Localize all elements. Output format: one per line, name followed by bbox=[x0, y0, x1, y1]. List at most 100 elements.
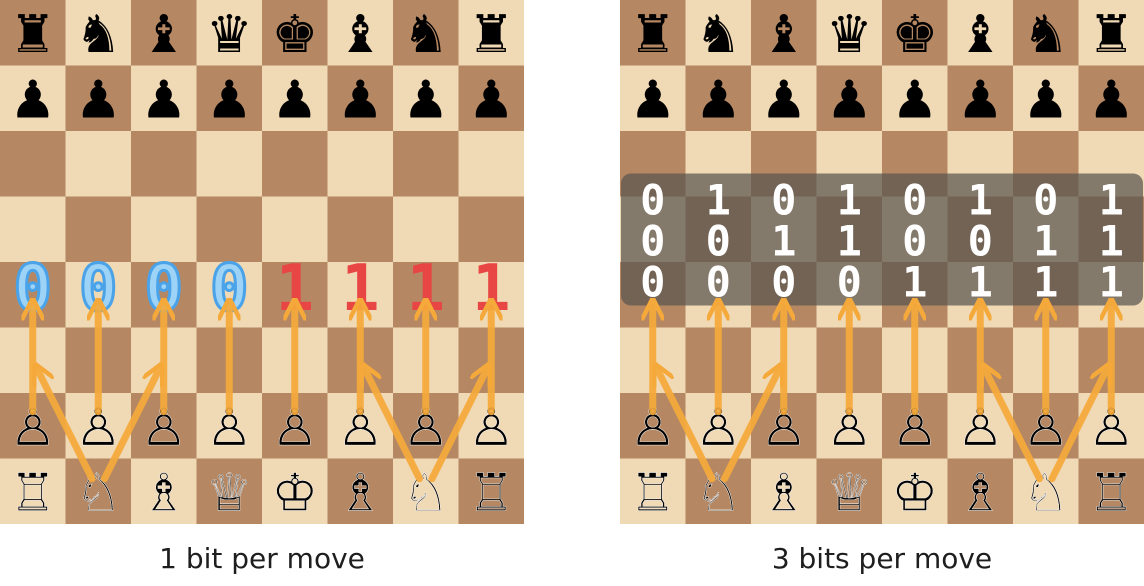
white-pawn-icon: ♙ bbox=[826, 398, 873, 458]
black-rook-icon: ♜ bbox=[468, 5, 515, 65]
bit-label-b: 0 bbox=[706, 217, 731, 266]
white-bishop-icon: ♗ bbox=[760, 463, 807, 523]
bit-label-e: 0 bbox=[902, 176, 927, 225]
bit-label-h: 1 bbox=[1099, 176, 1124, 225]
square-e8 bbox=[882, 0, 949, 67]
black-king-icon: ♚ bbox=[271, 5, 318, 65]
move-arrow-g1-f3 bbox=[365, 369, 423, 483]
square-e5 bbox=[262, 196, 329, 263]
black-pawn-icon: ♟ bbox=[1088, 70, 1135, 130]
file-label: g bbox=[1016, 510, 1023, 523]
square-b7 bbox=[65, 65, 132, 132]
square-g1 bbox=[1013, 458, 1080, 524]
bit-label-f: 1 bbox=[968, 258, 993, 307]
white-bishop-icon: ♗ bbox=[337, 463, 384, 523]
square-a6 bbox=[0, 131, 67, 198]
black-pawn-icon: ♟ bbox=[271, 70, 318, 130]
file-label: f bbox=[331, 510, 336, 523]
square-e7 bbox=[262, 65, 329, 132]
bit-label-c: 0 bbox=[771, 258, 796, 307]
move-arrow-g1-h3 bbox=[428, 369, 487, 483]
bit-label-g: 1 bbox=[1033, 258, 1058, 307]
square-d7 bbox=[196, 65, 263, 132]
rank-label: 8 bbox=[3, 2, 10, 15]
square-d7 bbox=[816, 65, 883, 132]
file-label: d bbox=[820, 510, 827, 523]
black-pawn-icon: ♟ bbox=[957, 70, 1004, 130]
file-label: c bbox=[754, 510, 760, 523]
black-pawn-icon: ♟ bbox=[826, 70, 873, 130]
rank-label: 2 bbox=[3, 395, 10, 408]
square-g6 bbox=[393, 131, 460, 198]
white-knight-icon: ♘ bbox=[75, 463, 122, 523]
file-label: h bbox=[1082, 510, 1089, 523]
square-g8 bbox=[393, 0, 460, 67]
square-c5 bbox=[131, 196, 198, 263]
white-knight-icon: ♘ bbox=[695, 463, 742, 523]
square-d5 bbox=[196, 196, 263, 263]
square-b1 bbox=[65, 458, 132, 524]
rank-label: 2 bbox=[623, 395, 630, 408]
black-bishop-icon: ♝ bbox=[337, 5, 384, 65]
bit-label-b: 0 bbox=[706, 258, 731, 307]
square-f7 bbox=[947, 65, 1014, 132]
square-a1 bbox=[0, 458, 67, 524]
black-pawn-icon: ♟ bbox=[206, 70, 253, 130]
file-label: h bbox=[462, 510, 469, 523]
rank-label: 6 bbox=[3, 133, 10, 146]
bit-label-e: 0 bbox=[902, 217, 927, 266]
square-b1 bbox=[685, 458, 752, 524]
rank-label: 3 bbox=[623, 330, 630, 343]
square-e1 bbox=[882, 458, 949, 524]
black-knight-icon: ♞ bbox=[1022, 5, 1069, 65]
square-h7 bbox=[458, 65, 524, 132]
square-e1 bbox=[262, 458, 329, 524]
square-g5 bbox=[393, 196, 460, 263]
rank-label: 7 bbox=[623, 68, 630, 81]
black-rook-icon: ♜ bbox=[9, 5, 56, 65]
bit-label-c: 0 bbox=[144, 252, 183, 326]
bit-label-f: 1 bbox=[968, 176, 993, 225]
bit-label-b: 0 bbox=[79, 252, 118, 326]
bit-label-c: 0 bbox=[771, 176, 796, 225]
square-h8 bbox=[1078, 0, 1144, 67]
black-bishop-icon: ♝ bbox=[760, 5, 807, 65]
square-h6 bbox=[458, 131, 524, 198]
square-h1 bbox=[1078, 458, 1144, 524]
white-rook-icon: ♖ bbox=[1088, 463, 1135, 523]
square-f1 bbox=[327, 458, 394, 524]
square-a7 bbox=[0, 65, 67, 132]
rank-label: 7 bbox=[3, 68, 10, 81]
black-pawn-icon: ♟ bbox=[891, 70, 938, 130]
rank-label: 6 bbox=[623, 133, 630, 146]
square-a1 bbox=[620, 458, 687, 524]
square-g7 bbox=[393, 65, 460, 132]
black-pawn-icon: ♟ bbox=[337, 70, 384, 130]
file-label: e bbox=[265, 510, 272, 523]
bit-label-g: 0 bbox=[1033, 176, 1058, 225]
square-c8 bbox=[131, 0, 198, 67]
file-label: f bbox=[951, 510, 956, 523]
rank-label: 8 bbox=[623, 2, 630, 15]
move-arrow-g1-h3 bbox=[1048, 369, 1107, 483]
square-c7 bbox=[751, 65, 818, 132]
square-d8 bbox=[196, 0, 263, 67]
bit-label-d: 0 bbox=[837, 258, 862, 307]
bit-label-g: 1 bbox=[1033, 217, 1058, 266]
chessboard-three-bit: 87654321abcdefgh♜♟♙♖♞♟♙♘♝♟♙♗♛♟♙♕♚♟♙♔♝♟♙♗… bbox=[620, 0, 1144, 524]
white-knight-icon: ♘ bbox=[402, 463, 449, 523]
black-pawn-icon: ♟ bbox=[75, 70, 122, 130]
move-arrow-g1-f3 bbox=[985, 369, 1043, 483]
square-c6 bbox=[131, 131, 198, 198]
black-knight-icon: ♞ bbox=[75, 5, 122, 65]
square-a8 bbox=[0, 0, 67, 67]
square-b5 bbox=[65, 196, 132, 263]
bit-label-d: 0 bbox=[210, 252, 249, 326]
rank-label: 3 bbox=[3, 330, 10, 343]
square-a5 bbox=[0, 196, 67, 263]
square-d6 bbox=[196, 131, 263, 198]
rank-label: 1 bbox=[3, 461, 10, 474]
square-c7 bbox=[131, 65, 198, 132]
black-rook-icon: ♜ bbox=[1088, 5, 1135, 65]
